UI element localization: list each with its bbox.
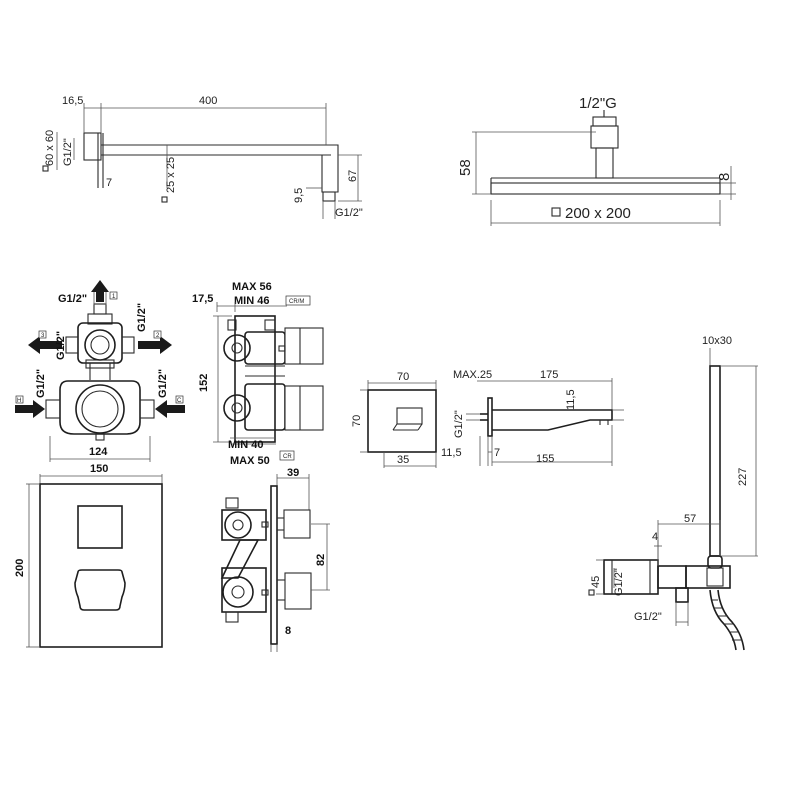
dim-4: 4	[652, 531, 658, 543]
hose	[709, 589, 745, 651]
arrow-up-outlet-1	[91, 280, 109, 302]
shower-arm-view: 16,5 400 60 x 60 G1/2" 7 25 x 25 9,5 67 …	[42, 95, 363, 219]
dim-58: 58	[457, 159, 474, 176]
dim-150: 150	[90, 463, 108, 475]
plate-front-view: 150 200	[14, 463, 163, 648]
dim-35: 35	[397, 454, 409, 466]
mixer-side-view: 17,5 MAX 56 MIN 46 CR/M 152 MI	[192, 281, 324, 467]
dim-16-5: 16,5	[62, 95, 83, 107]
max-25-label: MAX.25	[453, 369, 492, 381]
arrow-left-outlet-3	[28, 336, 62, 354]
thermostat-knob	[74, 569, 126, 611]
hand-shower-handle	[709, 365, 721, 557]
dim-7-spout: 7	[494, 447, 500, 459]
g12-top-label: G1/2"	[58, 293, 87, 305]
dim-11-5-right: 11,5	[565, 389, 577, 410]
mixer-front-view: 1 2 3 H C G1/2" G1/2" G1/2" G1/2" G1/2" …	[15, 280, 185, 462]
dim-67: 67	[347, 170, 359, 182]
dim-thread: 1/2"G	[579, 95, 617, 112]
dim-60x60: 60 x 60	[44, 130, 56, 166]
dim-11-5-bottom: 11,5	[441, 447, 462, 459]
max-50-label: MAX 50	[230, 455, 270, 467]
dim-70-side: 70	[351, 415, 363, 427]
dim-g12-hand-side: G1/2"	[613, 568, 625, 596]
arrow-right-inlet-h	[15, 400, 45, 418]
dim-200: 200	[14, 559, 26, 577]
plate-side-view: 39 82 8	[220, 467, 330, 652]
g12-lower-right-label: G1/2"	[157, 369, 169, 398]
diverter-knob	[77, 505, 123, 549]
g12-left-label: G1/2"	[55, 331, 67, 360]
dim-155: 155	[536, 453, 554, 465]
dim-17-5: 17,5	[192, 293, 213, 305]
dim-10x30: 10x30	[702, 335, 732, 347]
outlet-1-tag: 1	[112, 294, 116, 300]
dim-175: 175	[540, 369, 558, 381]
g12-upper-right-label: G1/2"	[136, 303, 148, 332]
crm-tag: CR/M	[289, 299, 304, 305]
inlet-h-tag: H	[17, 398, 21, 404]
dim-7-arm: 7	[106, 177, 112, 189]
dim-124: 124	[89, 446, 108, 458]
outlet-3-tag: 3	[41, 333, 45, 339]
dim-70-top: 70	[397, 371, 409, 383]
dim-400: 400	[199, 95, 217, 107]
dim-57: 57	[684, 513, 696, 525]
dim-25x25: 25 x 25	[165, 157, 177, 193]
min-46-label: MIN 46	[234, 295, 269, 307]
dim-39: 39	[287, 467, 299, 479]
hand-shower-view: 10x30 227 57 4 45 G1/2"	[588, 335, 758, 651]
dim-8-head: 8	[716, 173, 733, 181]
spout-side-view: MAX.25 175 11,5 G1/2" 11,5 7 155	[441, 369, 624, 466]
dim-g12-hand-bottom: G1/2"	[634, 611, 662, 623]
dim-g12-arm: G1/2"	[62, 138, 74, 166]
g12-lower-left-label: G1/2"	[35, 369, 47, 398]
outlet-2-tag: 2	[156, 333, 160, 339]
cr-tag: CR	[283, 454, 292, 460]
dim-9-5: 9,5	[293, 188, 305, 203]
dim-g12-spout: G1/2"	[453, 410, 465, 438]
dim-227: 227	[737, 468, 749, 486]
max-56-label: MAX 56	[232, 281, 272, 293]
dim-head-size: 200 x 200	[565, 205, 631, 222]
dim-152: 152	[198, 374, 210, 392]
min-40-label: MIN 40	[228, 439, 263, 451]
dim-82: 82	[315, 554, 327, 566]
shower-head-view: 1/2"G 58 8 200 x 200	[457, 95, 736, 226]
dim-g12-arm-bottom: G1/2"	[335, 207, 363, 219]
arrow-right-outlet-2	[138, 336, 172, 354]
spout-front-view: 70 70 35	[351, 371, 437, 468]
dim-45: 45	[590, 576, 602, 588]
arrow-left-inlet-c	[155, 400, 185, 418]
inlet-c-tag: C	[177, 398, 182, 404]
dim-8-plate: 8	[285, 625, 291, 637]
